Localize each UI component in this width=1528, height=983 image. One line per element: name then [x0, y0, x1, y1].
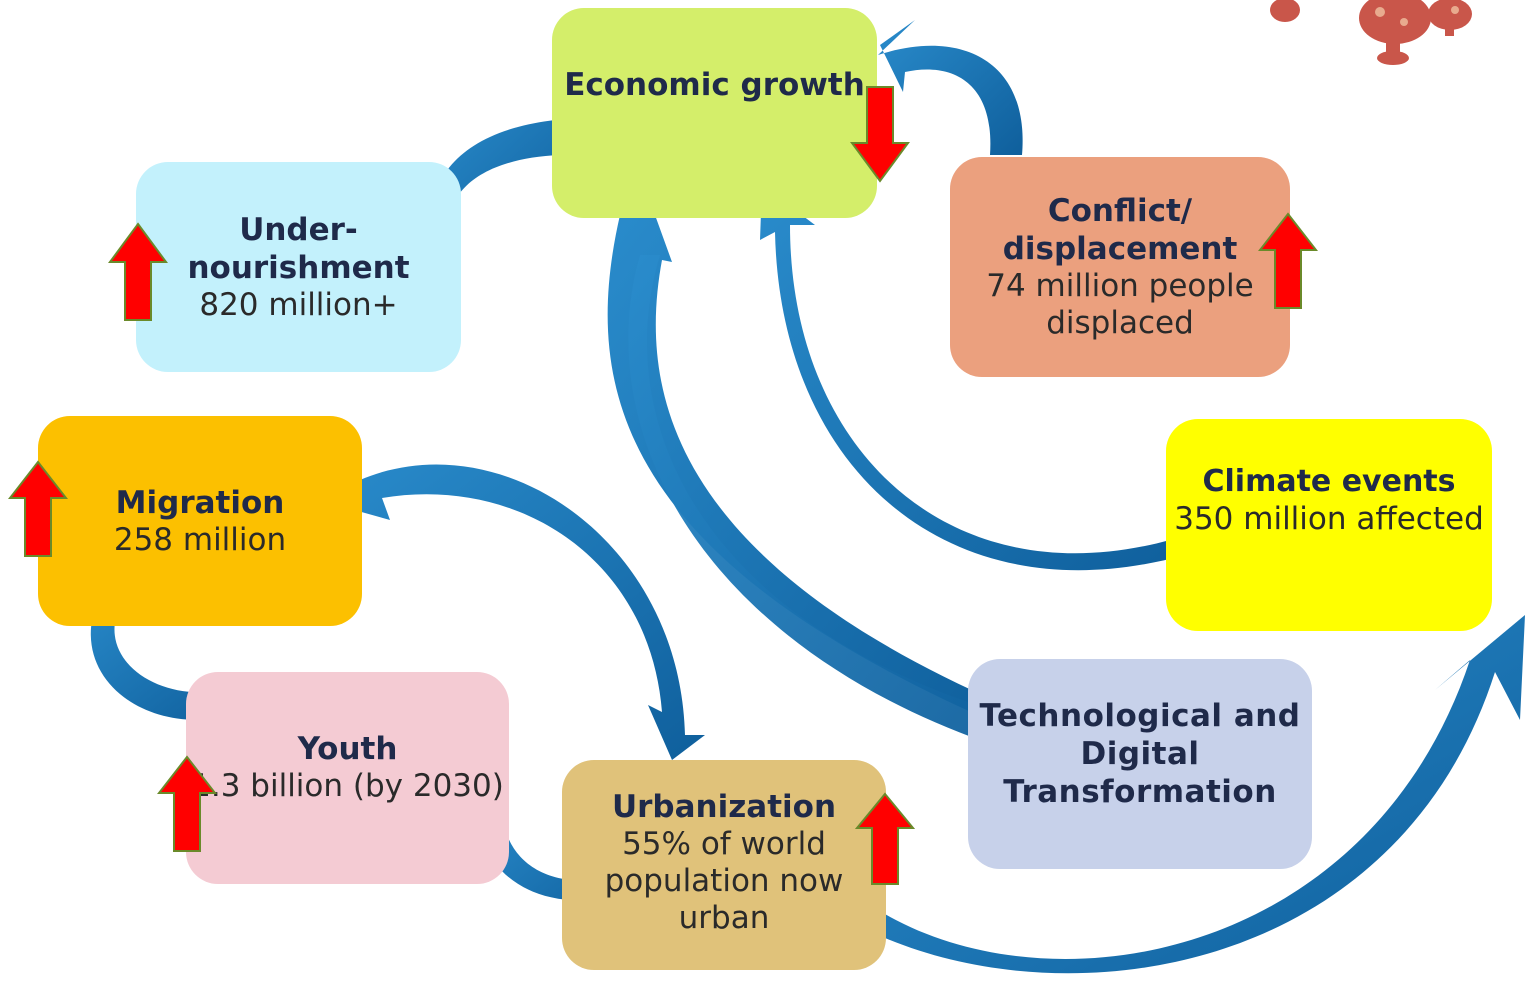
node-title: Youth: [297, 731, 398, 767]
virus-particle-icon: [1270, 0, 1472, 65]
connector-urban-to-econ: [607, 200, 1005, 725]
node-undernourishment: Under-nourishment 820 million+: [136, 162, 461, 372]
node-climate-events: Climate events 350 million affected: [1166, 419, 1492, 631]
node-urbanization: Urbanization 55% of world population now…: [562, 760, 886, 970]
node-migration: Migration 258 million: [38, 416, 362, 626]
node-value: 258 million: [113, 521, 287, 558]
connector-econ-to-conflict: [878, 20, 1023, 155]
node-conflict-displacement: Conflict/ displacement 74 million people…: [950, 157, 1290, 377]
node-title: Urbanization: [611, 789, 837, 825]
node-value: 1.3 billion (by 2030): [191, 768, 504, 804]
node-title: Technological and Digital Transformation: [979, 698, 1301, 810]
node-title: Economic growth: [564, 67, 865, 103]
connector-tech-to-econ: [628, 255, 1030, 745]
node-title: Climate events: [1202, 464, 1456, 499]
node-title: Conflict/ displacement: [1002, 193, 1238, 267]
node-value: 74 million people displaced: [986, 268, 1254, 341]
node-value: 820 million+: [199, 286, 398, 323]
node-youth: Youth 1.3 billion (by 2030): [186, 672, 509, 884]
connector-climate-to-econ: [760, 185, 1185, 571]
node-technological-transformation: Technological and Digital Transformation: [968, 659, 1312, 869]
node-title: Under-nourishment: [187, 211, 410, 286]
node-title: Migration: [115, 484, 285, 521]
node-value: 350 million affected: [1174, 501, 1484, 537]
node-value: 55% of world population now urban: [604, 826, 844, 936]
node-economic-growth: Economic growth: [552, 8, 877, 218]
